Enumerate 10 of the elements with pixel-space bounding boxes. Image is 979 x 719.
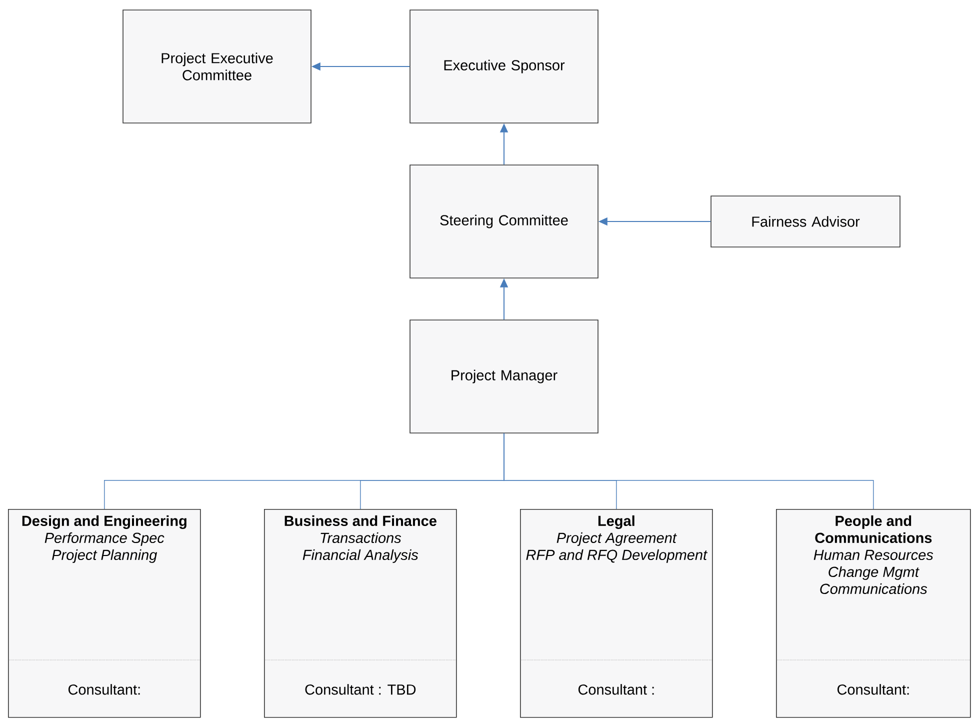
connector bbox=[504, 433, 874, 510]
role-box: Steering Committee bbox=[410, 164, 598, 278]
role-box: Executive Sponsor bbox=[410, 10, 598, 124]
team-box: Legal Project Agreement RFP and RFQ Development Consultant : bbox=[520, 509, 713, 718]
team-box: People and Communications Human Resources Change Mgmt Communications Consultant: bbox=[776, 509, 971, 718]
role-box: Project Executive Committee bbox=[122, 10, 312, 124]
role-box: Project Manager bbox=[410, 320, 598, 434]
team-box: Design and Engineering Performance Spec Project Planning Consultant: bbox=[8, 509, 201, 718]
team-box: Business and Finance Transactions Financial Analysis Consultant : TBD bbox=[264, 509, 457, 718]
role-box: Fairness Advisor bbox=[710, 196, 900, 248]
